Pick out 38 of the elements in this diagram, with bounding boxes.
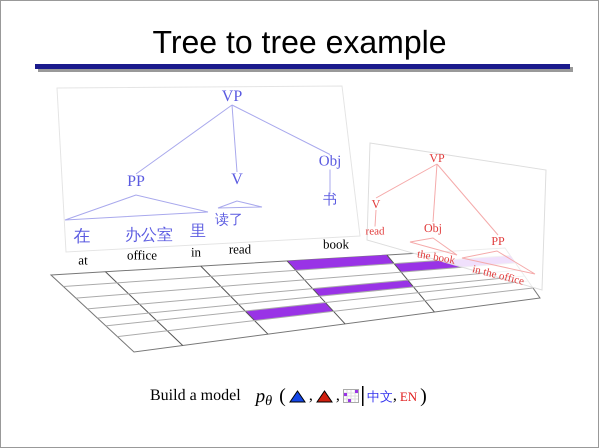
gloss-word: in (190, 246, 202, 258)
tree-node-label: V (231, 172, 243, 188)
tree-branch (436, 164, 498, 236)
tree-node-label: 在 (74, 228, 90, 244)
tree-branch (232, 104, 238, 172)
tree-node-label: PP (127, 174, 145, 190)
parenthesis: ) (420, 386, 427, 406)
tree-node-label: Obj (424, 222, 442, 234)
comma: , (308, 388, 313, 404)
tree-branch (376, 164, 438, 198)
gloss-word: book (323, 238, 349, 250)
comma: , (392, 388, 397, 404)
tree-node-label: VP (222, 89, 242, 105)
tree-node-label: 办公室 (125, 228, 173, 244)
target-language-text: EN (400, 390, 418, 402)
source-language-text: 中文 (366, 390, 393, 402)
caption-text: Build a model (150, 388, 241, 404)
parenthesis: ( (279, 386, 286, 406)
tree-branch (136, 104, 232, 174)
tree-node-label: 里 (190, 224, 206, 240)
gloss-word: read (228, 242, 252, 256)
tree-node-label: VP (429, 152, 445, 164)
tree-node-label: PP (491, 235, 505, 247)
tree-branch (374, 210, 376, 227)
tree-branch (232, 104, 330, 155)
comma: , (336, 388, 340, 404)
tree-node-label: read (366, 226, 384, 238)
title: Tree to tree example (151, 23, 448, 62)
tree-node-label: 读了 (215, 214, 243, 228)
tree-node-label: Obj (318, 154, 342, 170)
tree-node-label: in the office (470, 264, 526, 288)
tree-branch (432, 164, 438, 222)
gloss-word: at (78, 254, 88, 266)
tree-node-label: V (372, 198, 380, 210)
tree-node-label: 书 (323, 194, 337, 208)
formula-symbol: p$_{θ}$ (256, 386, 272, 406)
tree-node-label: the book (416, 249, 456, 267)
gloss-word: office (126, 248, 158, 262)
